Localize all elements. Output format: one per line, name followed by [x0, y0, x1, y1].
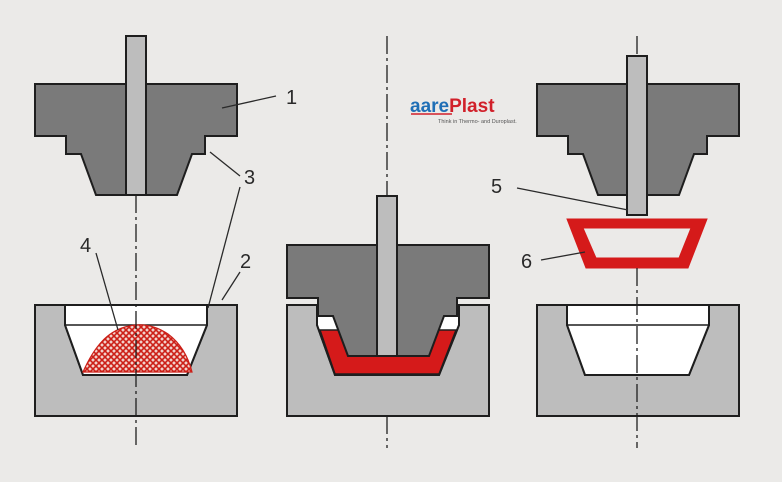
plunger-1: [125, 35, 147, 196]
leader-lines: [95, 95, 629, 331]
label-5-ejector: 5: [491, 176, 502, 198]
stage-3-part-ejected: [536, 36, 740, 448]
logo-tagline: Think in Thermo- and Duroplast.: [438, 119, 517, 125]
label-3-mold-edge: 3: [244, 167, 255, 189]
label-1-upper-mold: 1: [286, 87, 297, 109]
stage-1-open-mold-filled: [34, 35, 238, 448]
ejector-pin: [626, 55, 648, 216]
label-2-lower-mold: 2: [240, 251, 251, 273]
svg-text:aarePlast: aarePlast: [410, 96, 495, 117]
stage-2-closed-mold: [286, 36, 490, 448]
label-4-molding-compound: 4: [80, 235, 91, 257]
aareplast-logo: aarePlast Think in Thermo- and Duroplast…: [410, 96, 517, 125]
ejected-molded-part: [566, 218, 708, 269]
plunger-2: [376, 195, 398, 357]
logo-aare-text: aare: [410, 96, 449, 117]
label-6-molded-part: 6: [521, 251, 532, 273]
molding-compound-heap: [82, 324, 193, 373]
cavity-3: [566, 304, 710, 376]
logo-plast-text: Plast: [449, 96, 495, 117]
